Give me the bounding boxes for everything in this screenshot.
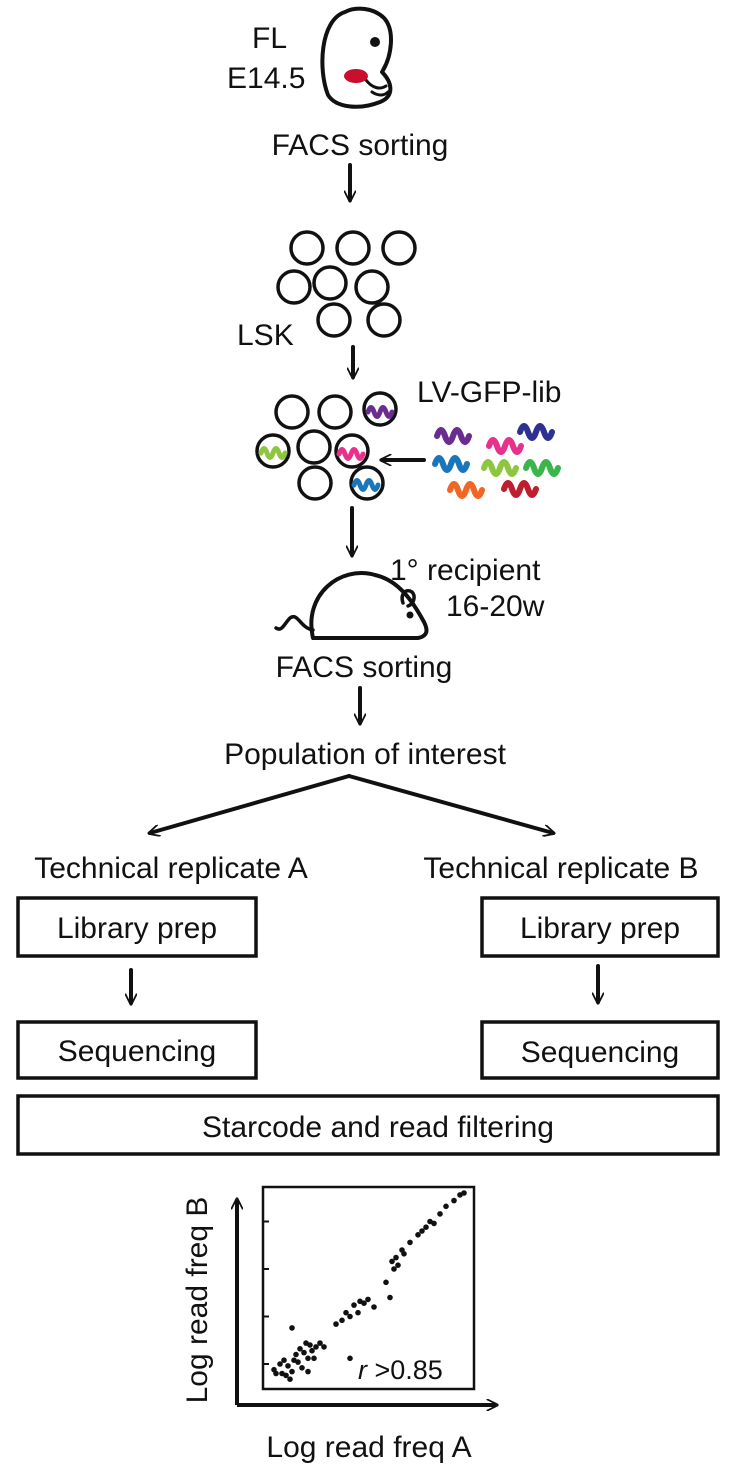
y-ticks <box>263 1220 269 1365</box>
scatter-point-47 <box>423 1224 429 1230</box>
scatter-point-28 <box>343 1309 349 1316</box>
scatter-point-39 <box>391 1266 397 1272</box>
lsk-cells <box>276 230 417 338</box>
replicate-a-library-prep-box <box>16 896 258 958</box>
scatter-point-21 <box>317 1340 323 1346</box>
scatter-point-7 <box>287 1376 293 1382</box>
recipient-label: 1° recipient <box>390 554 541 587</box>
transduced-cells <box>255 391 398 501</box>
filtering-label: Starcode and read filtering <box>202 1111 554 1144</box>
scatter-point-11 <box>295 1359 301 1365</box>
plot-frame <box>261 1185 476 1391</box>
scatter-point-18 <box>309 1347 315 1354</box>
y-axis-label: Log read freq B <box>181 1197 214 1404</box>
scatter-point-51 <box>443 1203 449 1210</box>
scatter-point-38 <box>389 1258 395 1265</box>
scatter-point-17 <box>307 1342 313 1348</box>
scatter-point-50 <box>437 1211 443 1217</box>
scatter-point-2 <box>277 1361 283 1367</box>
arrow-branch-a <box>150 774 351 833</box>
scatter-point-5 <box>283 1372 289 1379</box>
scatter-point-19 <box>311 1355 317 1362</box>
scatter-chart: r >0.85 Log read freq B Log read freq A <box>181 1185 496 1464</box>
barcode-in-cell-pink <box>336 447 366 461</box>
x-axis-label: Log read freq A <box>266 1431 471 1464</box>
arrow-branch-b <box>347 774 553 833</box>
scatter-point-30 <box>351 1302 357 1308</box>
replicate-a-library-prep: Library prep <box>57 912 217 945</box>
scatter-point-36 <box>383 1279 389 1286</box>
correlation-annotation: r >0.85 <box>358 1355 443 1385</box>
facs-sorting-label-2: FACS sorting <box>276 651 453 684</box>
replicate-b-sequencing: Sequencing <box>521 1036 679 1069</box>
replicate-a-sequencing-box <box>16 1020 258 1080</box>
fetal-liver-icon <box>344 69 368 83</box>
barcode-library <box>432 423 561 499</box>
scatter-point-52 <box>451 1197 457 1204</box>
scatter-point-27 <box>339 1317 345 1324</box>
scatter-point-14 <box>301 1349 307 1356</box>
replicate-b-library-prep: Library prep <box>520 912 680 945</box>
scatter-point-22 <box>321 1344 327 1350</box>
population-label: Population of interest <box>224 738 507 771</box>
scatter-point-41 <box>395 1262 401 1268</box>
scatter-point-29 <box>347 1313 353 1320</box>
replicate-b-title: Technical replicate B <box>423 852 698 885</box>
scatter-point-33 <box>361 1300 367 1306</box>
scatter-point-44 <box>407 1239 413 1246</box>
scatter-points <box>271 1190 467 1382</box>
barcode-in-cell-purple <box>365 405 395 419</box>
scatter-point-10 <box>293 1351 299 1358</box>
scatter-point-16 <box>305 1355 311 1362</box>
scatter-point-43 <box>401 1251 407 1257</box>
scatter-point-25 <box>347 1355 353 1362</box>
scatter-point-54 <box>461 1190 467 1196</box>
replicate-b-library-prep-box <box>480 896 720 958</box>
scatter-point-1 <box>273 1370 279 1377</box>
facs-sorting-label-1: FACS sorting <box>272 129 449 162</box>
source-label-stage: E14.5 <box>227 62 305 95</box>
scatter-point-13 <box>299 1365 305 1371</box>
replicate-a-title: Technical replicate A <box>34 852 308 885</box>
scatter-point-35 <box>371 1304 377 1310</box>
scatter-point-12 <box>297 1346 303 1352</box>
source-label-fl: FL <box>252 22 287 55</box>
scatter-point-26 <box>333 1321 339 1327</box>
correlation-value: >0.85 <box>367 1355 443 1385</box>
lsk-label: LSK <box>237 319 294 352</box>
scatter-point-40 <box>393 1254 399 1261</box>
scatter-point-4 <box>281 1357 287 1363</box>
scatter-point-45 <box>415 1232 421 1238</box>
replicate-b-sequencing-box <box>480 1020 720 1080</box>
mouse-icon <box>274 571 429 640</box>
scatter-point-37 <box>387 1294 393 1301</box>
library-label: LV-GFP-lib <box>417 376 561 409</box>
scatter-point-23 <box>289 1325 295 1331</box>
scatter-point-8 <box>289 1368 295 1375</box>
barcode-in-cell-blue <box>351 478 381 492</box>
scatter-point-24 <box>305 1368 311 1375</box>
scatter-point-46 <box>419 1228 425 1234</box>
barcode-in-cell-green <box>258 446 288 460</box>
scatter-point-31 <box>355 1309 361 1316</box>
replicate-a-sequencing: Sequencing <box>58 1035 216 1068</box>
recipient-duration: 16-20w <box>446 590 545 623</box>
scatter-point-49 <box>431 1220 437 1227</box>
correlation-symbol: r <box>358 1355 368 1385</box>
scatter-point-20 <box>313 1344 319 1350</box>
scatter-point-6 <box>285 1363 291 1369</box>
scatter-point-34 <box>365 1296 371 1303</box>
embryo-icon <box>320 6 393 109</box>
filtering-box <box>16 1094 720 1156</box>
